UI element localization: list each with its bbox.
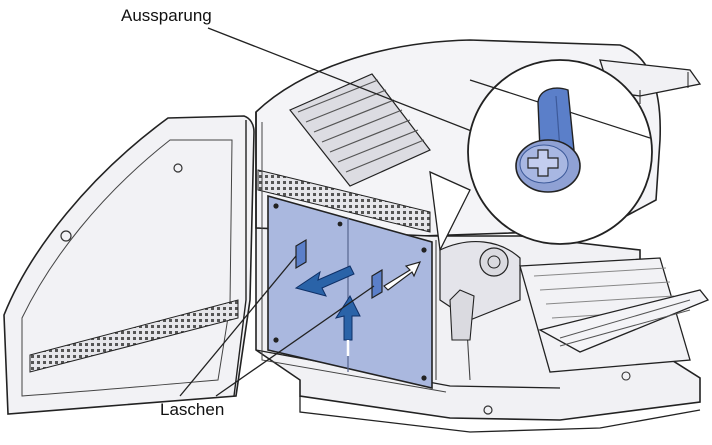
left-door xyxy=(3,115,255,415)
panel-tab-right xyxy=(371,268,383,300)
arrow-slide-right xyxy=(383,261,422,291)
screw-icon xyxy=(515,139,581,193)
callout-leaders xyxy=(179,27,521,397)
arrow-lift-up xyxy=(334,294,361,356)
panel-tab-left xyxy=(295,238,307,270)
door-vent xyxy=(29,299,239,373)
tabs-label: Laschen xyxy=(160,400,225,419)
system-board-shield xyxy=(267,194,433,390)
top-grille xyxy=(289,73,431,187)
printer-internals xyxy=(435,240,710,381)
magnifier-bubble xyxy=(429,59,653,253)
recess-label: Aussparung xyxy=(121,6,212,25)
arrow-slide-left xyxy=(294,265,355,297)
